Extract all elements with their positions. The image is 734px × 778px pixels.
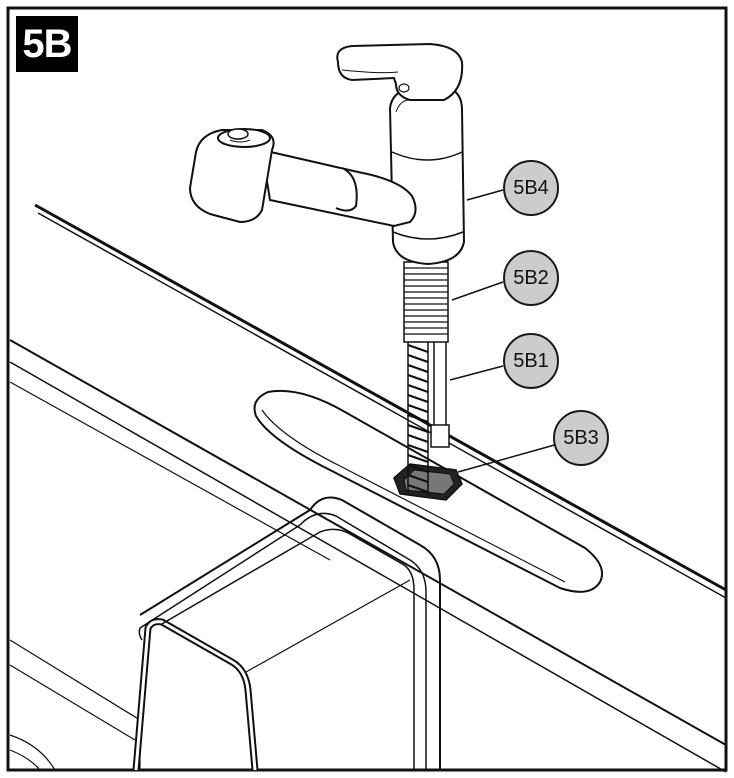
leader-lines: [449, 189, 559, 473]
callout-5b4: 5B4: [503, 160, 559, 216]
threaded-shank: [403, 261, 449, 343]
leader-5b2: [451, 281, 504, 301]
leader-5b1: [449, 365, 504, 381]
callout-5b3: 5B3: [553, 410, 609, 466]
faucet-shank: [407, 339, 450, 495]
step-number-badge: 5B: [16, 16, 78, 72]
countertop: [9, 203, 727, 773]
faucet-body: [388, 87, 466, 266]
leader-5b3: [457, 443, 559, 473]
faucet-spout: [188, 128, 417, 228]
leader-5b4: [466, 189, 504, 201]
callout-5b1: 5B1: [503, 333, 559, 389]
sink-bowl: [132, 528, 415, 771]
faucet-handle: [336, 42, 464, 101]
callout-5b2: 5B2: [503, 250, 559, 306]
